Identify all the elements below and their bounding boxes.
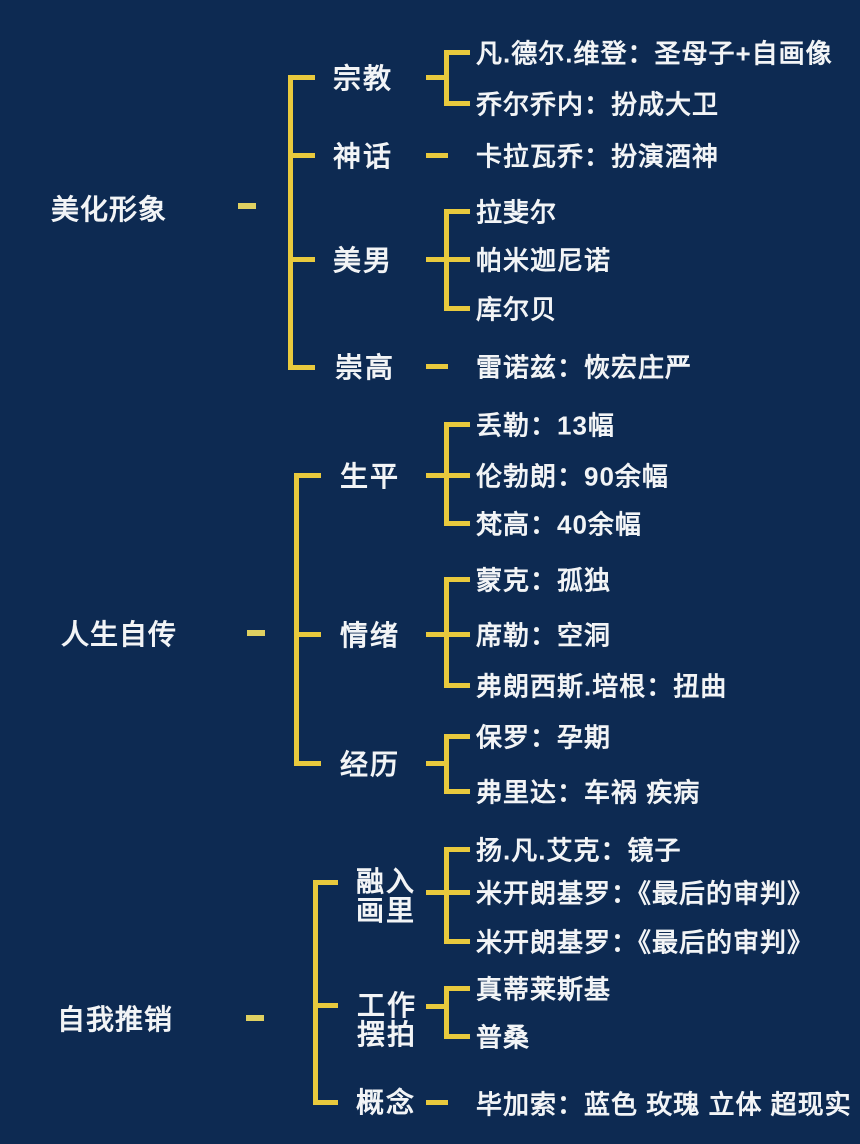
connector-tick <box>444 789 470 794</box>
leaf-item: 毕加索：蓝色 玫瑰 立体 超现实 <box>476 1089 852 1120</box>
connector-stub <box>426 761 449 766</box>
leaf-item: 保罗：孕期 <box>476 722 612 753</box>
connector-tick <box>444 683 470 688</box>
leaf-item: 蒙克：孤独 <box>476 565 612 596</box>
connector-tick <box>294 473 321 478</box>
connector-tick <box>444 521 470 526</box>
branch-label-religion: 宗教 <box>333 63 394 94</box>
connector-stub <box>426 1004 449 1009</box>
branch-label-sublime: 崇高 <box>335 352 396 383</box>
branch-label-handsome: 美男 <box>333 245 394 276</box>
connector-stub <box>426 890 449 895</box>
branch-label-myth: 神话 <box>333 141 394 172</box>
connector-stub <box>426 473 449 478</box>
connector-dash <box>426 1100 448 1105</box>
leaf-item: 凡.德尔.维登：圣母子+自画像 <box>476 38 833 69</box>
connector-vertical <box>444 986 449 1039</box>
connector-vertical <box>313 880 318 1105</box>
root-label-self-promotion: 自我推销 <box>57 1004 174 1035</box>
connector-tick <box>444 632 470 637</box>
leaf-item: 弗朗西斯.培根：扭曲 <box>476 671 728 702</box>
leaf-item: 库尔贝 <box>476 294 558 325</box>
connector-tick <box>288 257 315 262</box>
connector-tick <box>288 153 315 158</box>
connector-tick <box>294 632 321 637</box>
connector-tick <box>288 75 315 80</box>
connector-tick <box>313 880 338 885</box>
connector-tick <box>444 473 470 478</box>
branch-label-life-story: 生平 <box>340 461 401 492</box>
connector-tick <box>444 577 470 582</box>
connector-dash <box>426 364 448 369</box>
connector-tick <box>444 306 470 311</box>
leaf-item: 米开朗基罗：《最后的审判》 <box>476 927 815 958</box>
connector-vertical <box>444 847 449 944</box>
root-label-life-autobiography: 人生自传 <box>61 619 178 650</box>
connector-tick <box>444 939 470 944</box>
leaf-item: 乔尔乔内：扮成大卫 <box>476 89 720 120</box>
connector-tick <box>444 1034 470 1039</box>
leaf-item: 伦勃朗：90余幅 <box>476 461 669 492</box>
leaf-item: 席勒：空洞 <box>476 620 612 651</box>
leaf-item: 梵高：40余幅 <box>476 509 642 540</box>
branch-label-emotion: 情绪 <box>340 620 401 651</box>
leaf-item: 帕米迦尼诺 <box>476 245 612 276</box>
connector-stub <box>426 257 449 262</box>
connector-tick <box>444 986 470 991</box>
leaf-item: 弗里达：车祸 疾病 <box>476 777 701 808</box>
connector-tick <box>444 422 470 427</box>
connector-dash <box>238 203 256 209</box>
connector-dash <box>246 1015 264 1021</box>
connector-dash <box>426 153 448 158</box>
connector-tick <box>294 761 321 766</box>
connector-vertical <box>294 473 299 766</box>
connector-tick <box>313 1003 338 1008</box>
root-label-beautify-image: 美化形象 <box>51 194 168 225</box>
leaf-item: 雷诺兹：恢宏庄严 <box>476 352 693 383</box>
leaf-item: 拉斐尔 <box>476 197 558 228</box>
branch-label-into-painting: 融入 画里 <box>356 866 417 926</box>
leaf-item: 丢勒：13幅 <box>476 410 615 441</box>
connector-stub <box>426 75 449 80</box>
leaf-item: 卡拉瓦乔：扮演酒神 <box>476 141 720 172</box>
connector-tick <box>444 257 470 262</box>
connector-tick <box>288 365 315 370</box>
connector-vertical <box>288 75 293 370</box>
leaf-item: 扬.凡.艾克：镜子 <box>476 835 682 866</box>
connector-tick <box>444 847 470 852</box>
connector-tick <box>444 50 470 55</box>
leaf-item: 米开朗基罗：《最后的审判》 <box>476 878 815 909</box>
connector-stub <box>426 632 449 637</box>
connector-tick <box>444 101 470 106</box>
leaf-item: 普桑 <box>476 1022 531 1053</box>
connector-tick <box>444 890 470 895</box>
leaf-item: 真蒂莱斯基 <box>476 974 612 1005</box>
branch-label-work-pose: 工作 摆拍 <box>357 990 418 1050</box>
branch-label-experience: 经历 <box>340 749 401 780</box>
connector-tick <box>313 1100 338 1105</box>
connector-dash <box>247 630 265 636</box>
branch-label-concept: 概念 <box>356 1087 417 1118</box>
connector-tick <box>444 734 470 739</box>
connector-tick <box>444 209 470 214</box>
